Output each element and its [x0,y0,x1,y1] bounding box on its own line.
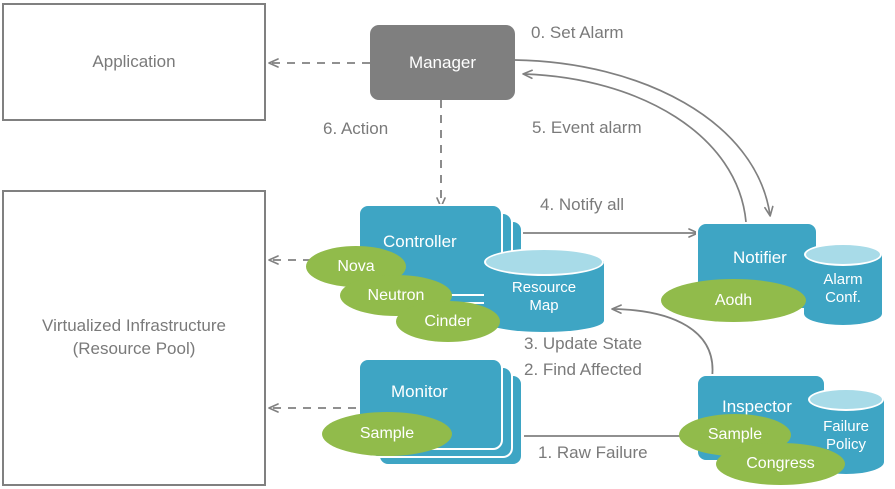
monitor-label: Monitor [391,382,448,401]
infrastructure-label: Virtualized Infrastructure (Resource Poo… [42,315,226,361]
alarm-conf-label-line1: Alarm [823,271,863,288]
tag-neutron: Neutron [340,275,452,316]
tag-aodh: Aodh [661,279,806,322]
failure-policy-store: Failure Policy [808,388,884,474]
resource-map-label-line1: Resource [511,279,577,296]
failure-policy-label-line1: Failure [823,418,869,435]
edge-event-alarm [522,69,747,223]
caption-event-alarm: 5. Event alarm [532,118,642,137]
caption-action: 6. Action [323,119,389,138]
controller-label: Controller [383,232,457,251]
caption-update-state: 3. Update State [524,334,643,353]
alarm-conf-label-line2: Conf. [825,289,861,306]
caption-raw-failure: 1. Raw Failure [538,443,648,462]
resource-map-label-line2: Map [529,297,559,314]
manager-node: Manager [370,25,515,100]
edge-set-alarm [514,59,774,217]
alarm-conf-store: Alarm Conf. [804,243,882,325]
infrastructure-box: Virtualized Infrastructure (Resource Poo… [2,190,266,486]
tag-sample-monitor: Sample [322,412,452,456]
failure-policy-label-line2: Policy [825,436,866,453]
manager-label: Manager [408,52,477,72]
application-box: Application [2,3,266,121]
resource-map-top [484,248,604,276]
notifier-label: Notifier [733,248,787,267]
edge-inspector-resource-map [611,304,714,379]
tag-congress: Congress [716,443,845,485]
tag-cinder: Cinder [396,301,500,342]
resource-map-store: Resource Map [484,248,604,332]
inspector-label: Inspector [722,397,792,416]
failure-policy-top [808,388,884,411]
infrastructure-label-line1: Virtualized Infrastructure [42,316,226,336]
caption-set-alarm: 0. Set Alarm [531,23,624,42]
failure-policy-label: Failure Policy [808,418,884,454]
caption-find-affected: 2. Find Affected [524,360,642,379]
resource-map-label: Resource Map [484,279,604,315]
infrastructure-label-line2: (Resource Pool) [72,339,196,358]
alarm-conf-top [804,243,882,266]
alarm-conf-label: Alarm Conf. [804,271,882,307]
application-label: Application [92,51,176,71]
caption-notify-all: 4. Notify all [540,195,625,214]
